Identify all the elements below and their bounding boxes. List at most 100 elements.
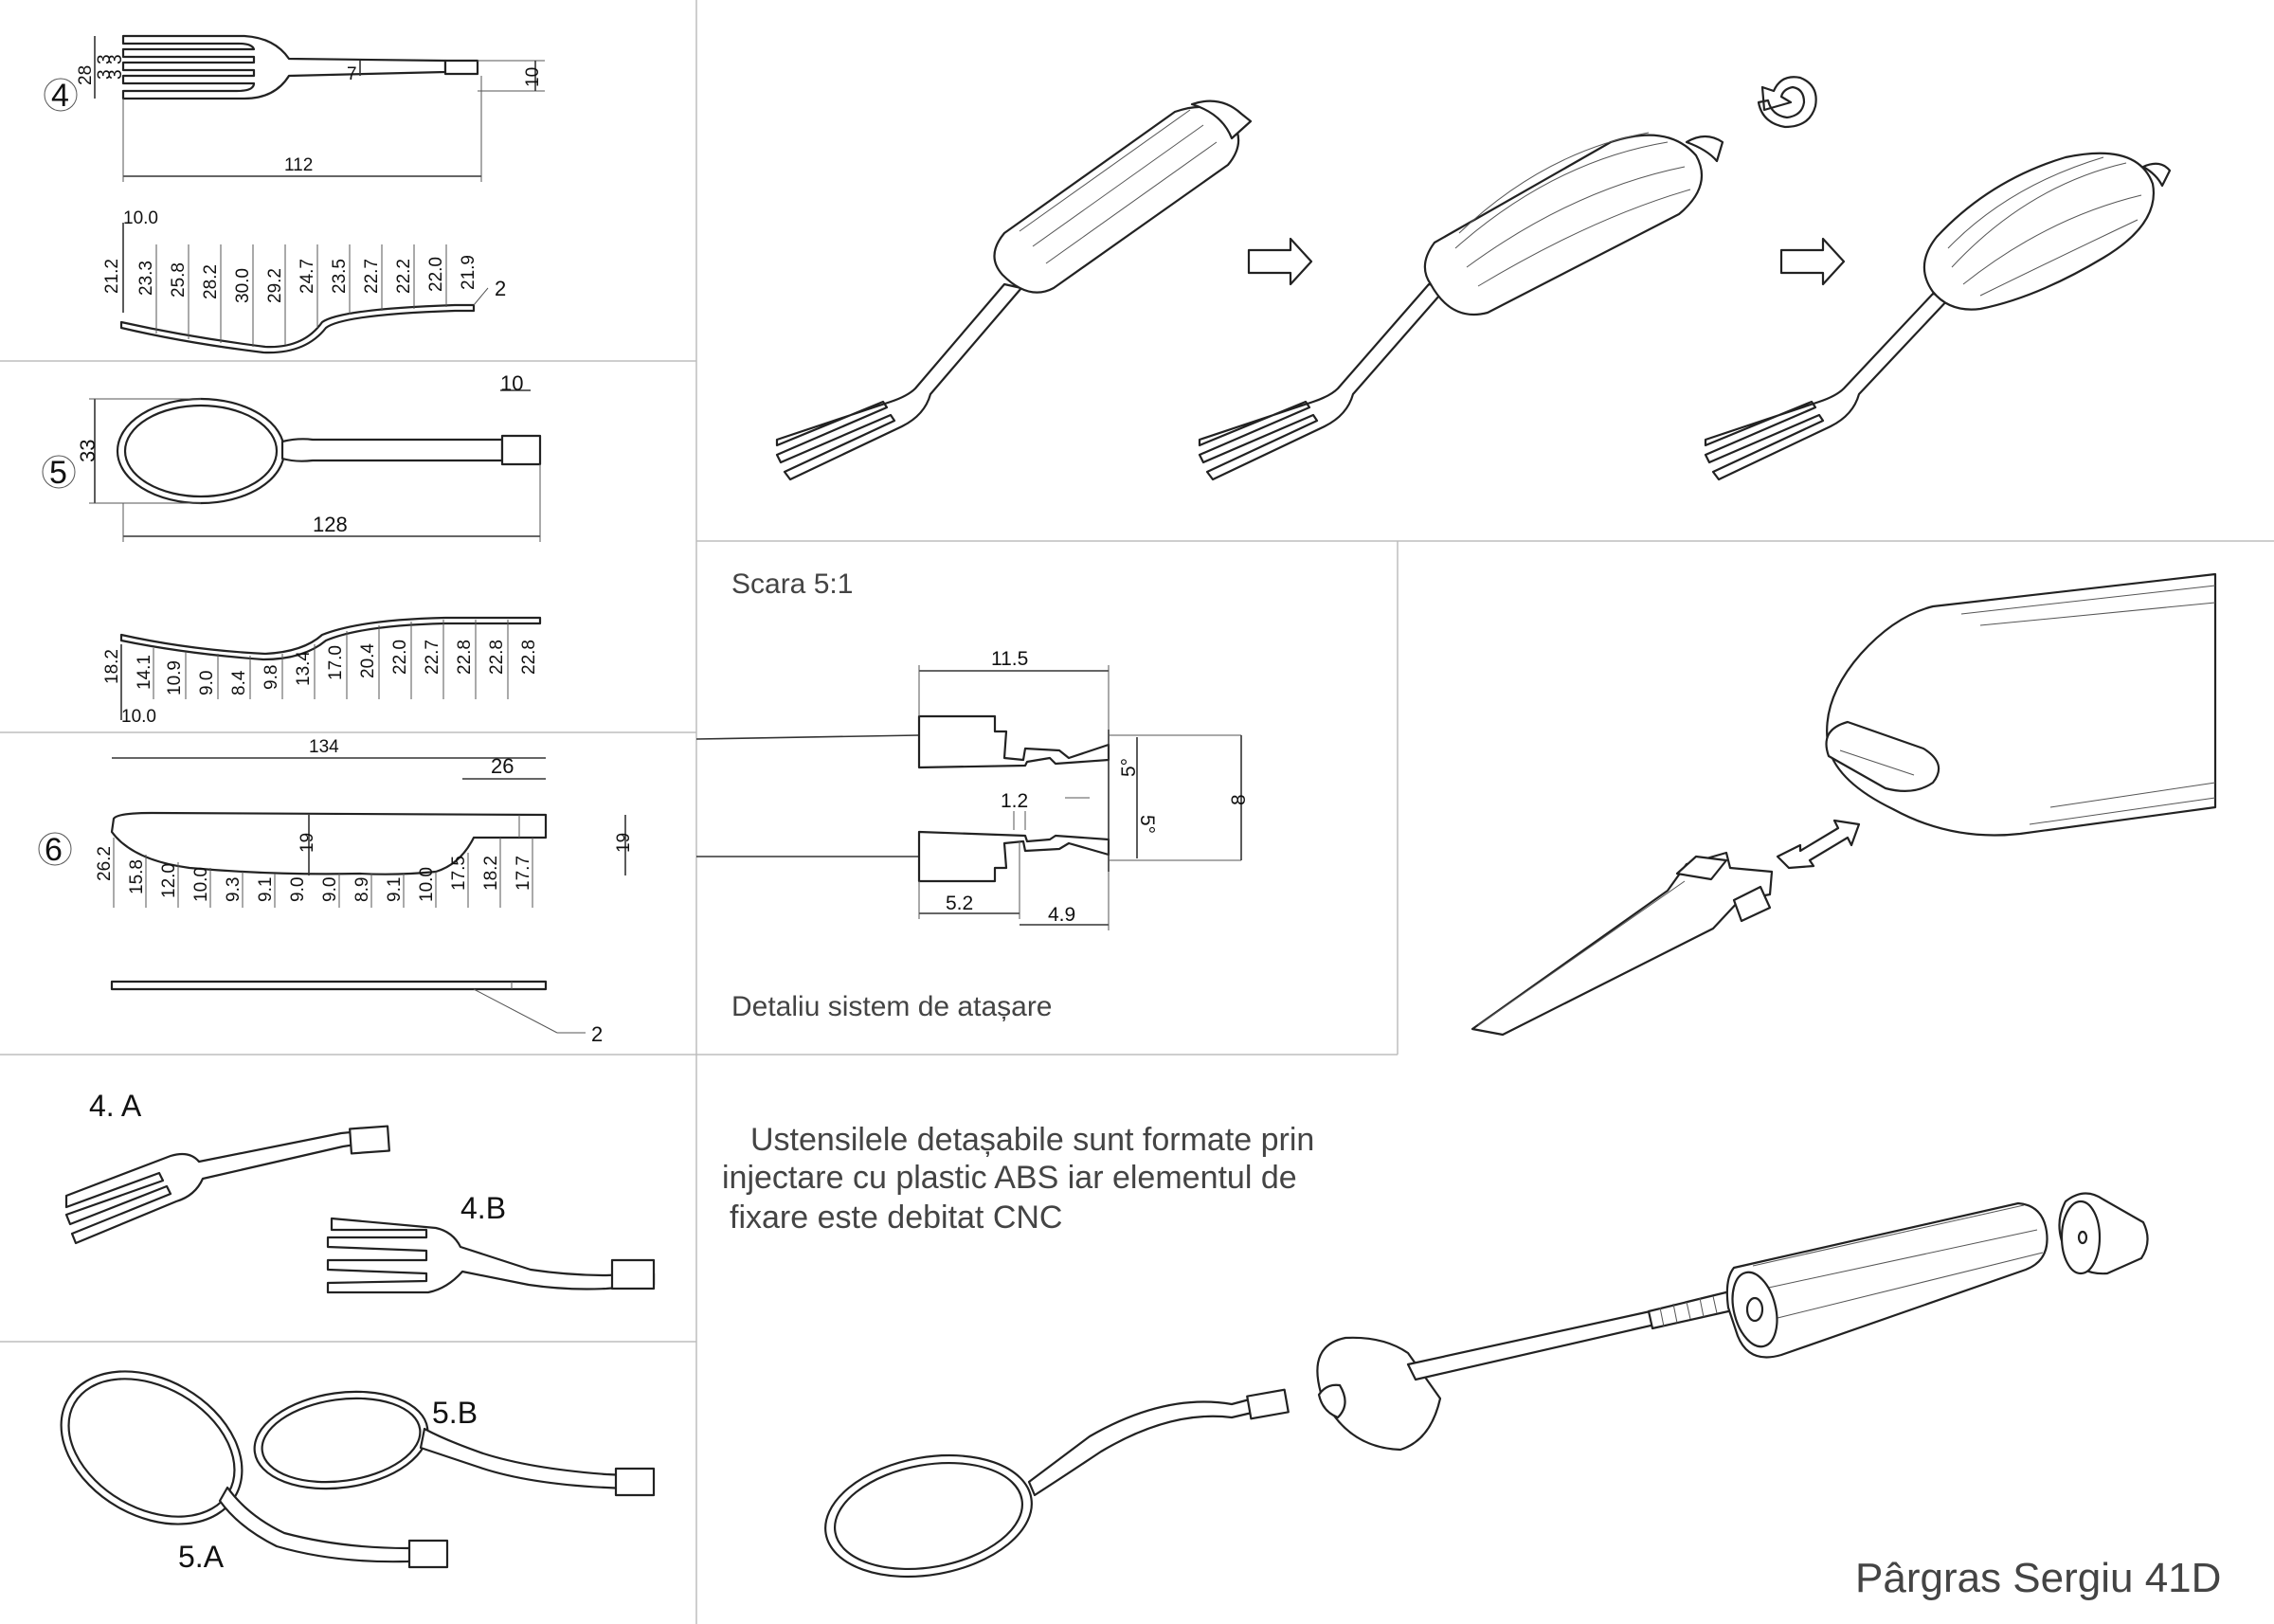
fork-profile-values: 21.2 23.3 25.8 28.2 30.0 29.2 24.7 23.5 … (102, 255, 478, 303)
fork-b-drawing (326, 1217, 656, 1294)
spoon-profile-3: 9.0 (197, 671, 217, 695)
knife-profile-values: 26.2 15.8 12.0 10.0 9.3 9.1 9.0 9.0 8.9 … (95, 846, 533, 902)
spoon-profile-13: 22.8 (519, 640, 539, 675)
description-line-3: fixare este debitat CNC (730, 1200, 1063, 1236)
spoon-width-dim: 33 (76, 440, 99, 462)
detail-caption: Detaliu sistem de atașare (731, 991, 1053, 1022)
seq-whisk-2 (1423, 134, 1704, 316)
fork-gap-1: 3 (95, 54, 115, 64)
spoon-handle-top (280, 438, 504, 462)
knife-profile-5: 9.1 (256, 877, 276, 902)
knife-blade-view (110, 811, 548, 875)
detail-height-dim: 8 (1228, 794, 1250, 805)
spoon-profile-first: 10.0 (121, 707, 156, 727)
fork-top-view (121, 34, 447, 100)
spoon-profile-10: 22.7 (423, 640, 442, 675)
knife-total-height-dim: 19 (614, 833, 634, 853)
fork-profile-8: 22.7 (362, 259, 382, 294)
seq-fork-3 (1704, 292, 1952, 481)
fork-profile-0: 21.2 (102, 259, 122, 294)
zoom-fork-end (1471, 851, 1774, 1037)
connection-zoom-panel (1471, 572, 2217, 1037)
knife-profile-8: 8.9 (352, 877, 372, 902)
knife-profile-9: 9.1 (385, 877, 405, 902)
description-line-1: Ustensilele detașabile sunt formate prin (750, 1122, 1314, 1158)
description-block: Ustensilele detașabile sunt formate prin… (722, 1122, 1314, 1236)
step-arrow-2 (1779, 237, 1846, 286)
fork-profile-7: 23.5 (330, 259, 350, 294)
knife-profile-2: 12.0 (159, 863, 179, 898)
spoon-profile-8: 20.4 (358, 643, 378, 678)
seq-cap-1 (1190, 99, 1253, 140)
fork-profile-9: 22.2 (394, 259, 414, 294)
knife-profile-10: 10.0 (417, 867, 437, 902)
fork-length-dim: 112 (284, 155, 313, 175)
fork-number: 4 (51, 78, 69, 114)
spoon-b-handle (419, 1427, 646, 1491)
step-arrow-1 (1247, 237, 1313, 286)
knife-dimension-panel: 6 134 26 19 19 26.2 15.8 12.0 10.0 9.3 9… (38, 737, 634, 1046)
fork-b-label: 4.B (460, 1191, 506, 1225)
attachment-detail-panel: Scara 5:1 Detaliu sistem de atașare 11.5… (695, 568, 1250, 1022)
seq-fork-2 (1198, 282, 1448, 481)
spoon-profile-7: 17.0 (326, 645, 346, 680)
fork-profile-5: 29.2 (265, 268, 285, 303)
spoon-profile-9: 22.0 (390, 640, 410, 675)
spoon-number: 5 (49, 455, 67, 491)
exploded-rod (1406, 1306, 1673, 1381)
fork-a-drawing (64, 1128, 383, 1245)
knife-thickness-dim: 2 (591, 1022, 603, 1046)
fork-profile-first: 10.0 (123, 208, 158, 228)
fork-side-profile (119, 303, 476, 354)
seq-whisk-3 (1922, 152, 2155, 311)
exploded-spoon-handle (1027, 1395, 1266, 1497)
detail-bottom-left-dim: 5.2 (946, 893, 973, 914)
fork-gap-3: 3 (106, 54, 126, 64)
spoon-profile-1: 14.1 (135, 655, 154, 690)
exploded-handle-body (1725, 1201, 2048, 1359)
fork-variants-panel: 4. A 4.B (64, 1089, 656, 1294)
spoon-side-profile (119, 616, 542, 661)
description-line-2: injectare cu plastic ABS iar elementul d… (722, 1160, 1297, 1196)
spoon-profile-values: 18.2 14.1 10.9 9.0 8.4 9.8 13.4 17.0 20.… (102, 640, 539, 695)
spoon-variants-panel: 5.B 5.A (60, 1370, 656, 1574)
spoon-profile-6: 13.4 (294, 651, 314, 686)
detail-clip-bottom (917, 830, 1110, 883)
knife-profile-0: 26.2 (95, 846, 115, 881)
detail-bottom-right-dim: 4.9 (1048, 904, 1075, 926)
knife-blade-height-dim: 19 (298, 833, 317, 853)
fork-profile-3: 28.2 (201, 264, 221, 299)
spoon-b-label: 5.B (432, 1396, 478, 1430)
fork-tine-height-dim: 28 (76, 65, 96, 85)
rotate-icon (1757, 76, 1817, 129)
connect-arrow (1776, 819, 1861, 870)
knife-side-profile (110, 980, 548, 991)
detail-top-dim: 11.5 (991, 648, 1028, 670)
knife-profile-7: 9.0 (320, 877, 340, 902)
fork-end-dim: 10 (523, 67, 543, 87)
fork-profile-6: 24.7 (298, 259, 317, 294)
spoon-length-dim: 128 (313, 513, 348, 536)
spoon-profile-2: 10.9 (165, 660, 185, 695)
knife-profile-6: 9.0 (288, 877, 308, 902)
exploded-view-panel (824, 1192, 2149, 1579)
knife-handle-dim: 26 (491, 754, 514, 778)
scale-label: Scara 5:1 (731, 568, 853, 600)
knife-profile-1: 15.8 (127, 859, 147, 894)
fork-dimension-panel: 4 112 28 3 3 3 3 7 10 10.0 21.2 23.3 25.… (44, 34, 545, 354)
author-signature: Pârgras Sergiu 41D (1855, 1555, 2221, 1601)
fork-gap-2: 3 (95, 69, 115, 80)
seq-fork-1 (775, 282, 1023, 481)
fork-gap-4: 3 (106, 69, 126, 80)
detail-angle-bottom: 5° (1136, 815, 1158, 834)
spoon-profile-4: 8.4 (229, 670, 249, 695)
knife-profile-4: 9.3 (224, 877, 244, 902)
spoon-dimension-panel: 5 33 128 10 10.0 18.2 14.1 10.9 9.0 8.4 … (42, 371, 542, 727)
spoon-a-label: 5.A (178, 1540, 225, 1574)
detail-angle-top: 5° (1118, 758, 1140, 777)
fork-neck-dim: 7 (347, 64, 357, 84)
spoon-profile-12: 22.8 (487, 640, 507, 675)
knife-profile-11: 17.5 (449, 856, 469, 891)
fork-profile-11: 21.9 (459, 255, 478, 290)
